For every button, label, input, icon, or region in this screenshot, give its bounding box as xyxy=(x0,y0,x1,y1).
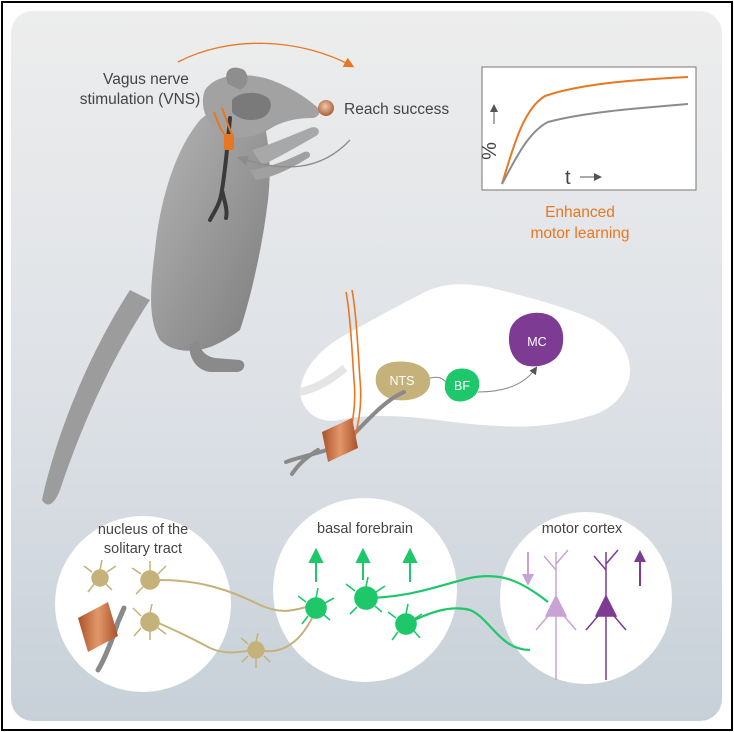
bf-up-arrow-head xyxy=(355,547,371,563)
nts-neuron xyxy=(240,632,271,668)
circle-mc-bg xyxy=(500,512,672,684)
circle-nts: nucleus of the solitary tract xyxy=(55,516,231,692)
bf-region xyxy=(444,368,480,402)
bf-neuron xyxy=(345,576,386,615)
mc-region xyxy=(508,312,564,367)
rat-body xyxy=(151,105,270,351)
circle-nts-title-line1: nucleus of the xyxy=(98,522,188,538)
rat-hind-foot xyxy=(189,340,245,372)
bf-axon-1 xyxy=(363,574,549,603)
nts-neuron xyxy=(131,561,167,595)
mc-label: MC xyxy=(527,335,546,349)
bf-axon-2 xyxy=(405,607,531,652)
series-line-vns xyxy=(501,76,689,185)
rat-ear xyxy=(226,67,248,90)
mc-neuron-dark xyxy=(585,549,627,680)
reach-feedback-arrow xyxy=(237,139,351,168)
vns-label-line2: stimulation (VNS) xyxy=(80,91,201,108)
vns-label-line1: Vagus nerve xyxy=(103,71,189,88)
nts-axon-1 xyxy=(159,579,311,612)
bf-activity-arrows xyxy=(308,547,418,582)
circle-mc: motor cortex xyxy=(500,512,672,684)
bf-up-arrow-head xyxy=(402,547,418,563)
circle-nts-title-line2: solitary tract xyxy=(104,541,182,557)
outcome-label-line1: Enhanced xyxy=(545,204,615,221)
nts-axon-2 xyxy=(155,621,256,654)
bf-mc-pathway xyxy=(477,366,538,393)
nts-neurons xyxy=(83,559,271,668)
reach-success-label: Reach success xyxy=(344,101,449,118)
mc-down-arrow-head xyxy=(522,574,534,586)
rat-second-arm xyxy=(250,151,311,180)
outcome-label-line2: motor learning xyxy=(530,225,629,242)
vns-leads xyxy=(213,107,233,137)
circle-bf-title: basal forebrain xyxy=(317,521,413,537)
vns-to-reach-arrow xyxy=(177,42,355,68)
chart-frame xyxy=(481,66,697,191)
chart-y-label: % xyxy=(479,142,501,160)
learning-chart: % t xyxy=(479,66,697,191)
bf-neuron xyxy=(297,587,335,625)
bf-neuron xyxy=(387,603,423,641)
nts-vagus-nerve xyxy=(95,605,127,673)
chart-x-label: t xyxy=(565,167,571,189)
brain-stem-fade xyxy=(299,364,348,396)
nts-region xyxy=(375,361,431,401)
rat-tail xyxy=(42,290,150,505)
nts-neuron xyxy=(132,603,167,640)
bf-neurons xyxy=(297,576,423,641)
brain-illustration: NTS BF MC xyxy=(284,284,630,476)
mc-neuron-light xyxy=(535,549,577,680)
nts-neuron xyxy=(83,559,117,593)
bf-up-arrow-head xyxy=(308,547,324,563)
brain-vns-cuff xyxy=(322,418,358,462)
bf-label: BF xyxy=(454,379,470,393)
nts-bf-pathway xyxy=(429,376,447,383)
circle-mc-title: motor cortex xyxy=(542,521,623,537)
mc-activity-arrows xyxy=(522,550,646,586)
brain-vns-leads xyxy=(345,289,362,441)
circle-nts-bg xyxy=(55,516,231,692)
rat-brain xyxy=(232,92,271,120)
nts-vns-cuff xyxy=(78,602,118,652)
reach-pellet xyxy=(318,100,334,116)
rat-illustration xyxy=(42,67,320,505)
mc-up-arrow-head xyxy=(634,550,646,562)
vns-cuff-small xyxy=(224,134,234,150)
series-line-control xyxy=(501,103,689,185)
rat-front-arm xyxy=(252,127,319,165)
nts-label: NTS xyxy=(390,374,415,388)
